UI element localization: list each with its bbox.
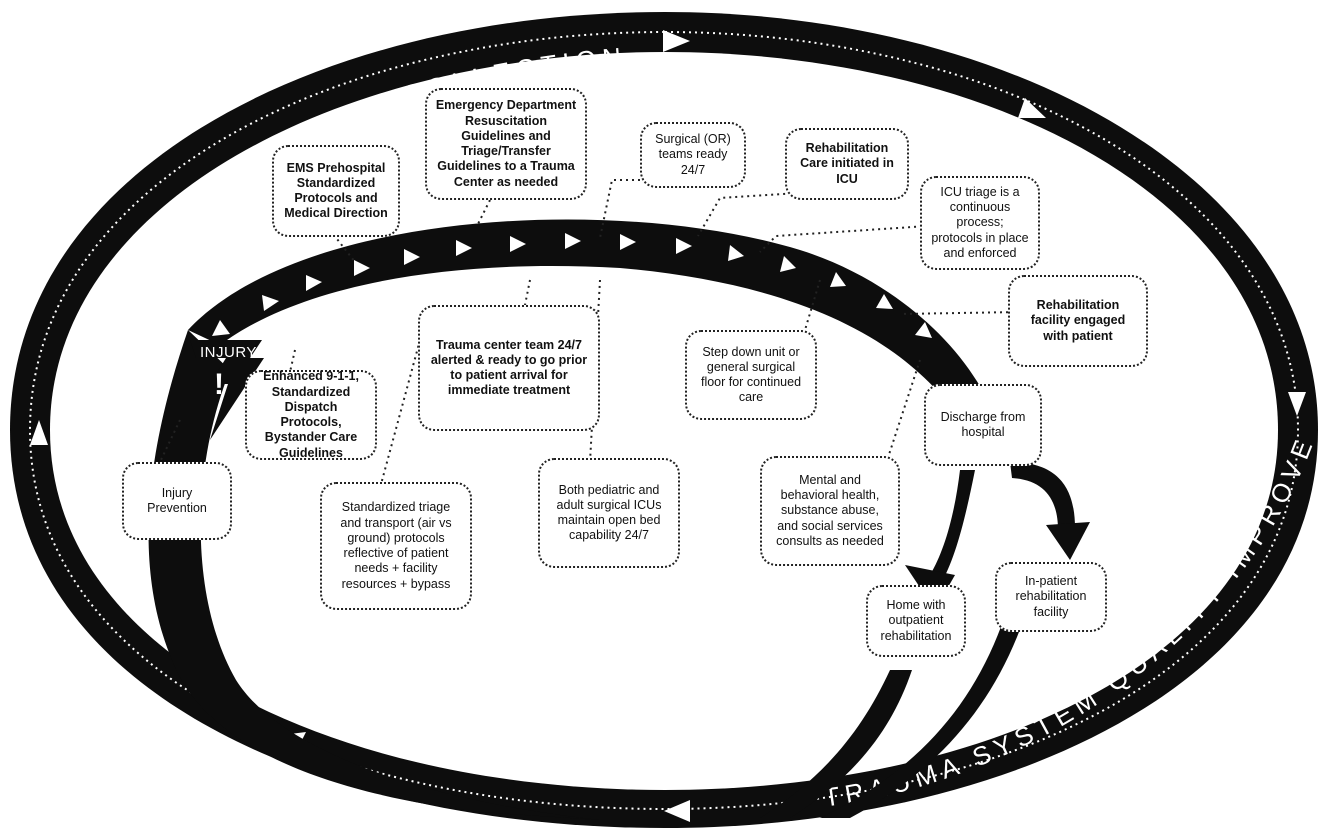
box-emergency-department: Emergency Department Resuscitation Guide… [425, 88, 587, 200]
injury-label: INJURY [200, 344, 257, 361]
box-triage-transport: Standardized triage and transport (air v… [320, 482, 472, 610]
pathway-arrow-icon [620, 234, 636, 250]
pathway-arrows [212, 233, 932, 338]
injury-badge [190, 340, 264, 440]
box-step-down: Step down unit or general surgical floor… [685, 330, 817, 420]
box-rehab-icu: Rehabilitation Care initiated in ICU [785, 128, 909, 200]
pathway-arrow-icon [212, 320, 230, 336]
pathway-arrow-icon [780, 256, 796, 272]
box-discharge: Discharge from hospital [924, 384, 1042, 466]
pathway-arrow-icon [306, 275, 322, 291]
ring-arrow-icon [663, 30, 690, 52]
box-ems-prehospital: EMS Prehospital Standardized Protocols a… [272, 145, 400, 237]
pathway-arrow-icon [830, 272, 846, 287]
pathway-arrow-icon [728, 245, 744, 261]
box-injury-prevention: Injury Prevention [122, 462, 232, 540]
ring-arrow-icon [30, 420, 48, 445]
box-surgical-or-teams: Surgical (OR) teams ready 24/7 [640, 122, 746, 188]
pathway-arrow-icon [876, 294, 893, 309]
pathway-arrow-icon [262, 295, 279, 311]
box-enhanced-911: Enhanced 9-1-1, Standardized Dispatch Pr… [245, 369, 377, 460]
box-icu-triage: ICU triage is a continuous process; prot… [920, 176, 1040, 270]
ring-arrow-icon [1018, 98, 1046, 118]
injury-exclamation-icon: ! [214, 368, 224, 401]
box-pediatric-icu: Both pediatric and adult surgical ICUs m… [538, 458, 680, 568]
pathway-arrow-icon [456, 240, 472, 256]
box-inpatient-rehab: In-patient rehabilitation facility [995, 562, 1107, 632]
pathway-arrow-icon [565, 233, 581, 249]
pathway-arrow-icon [510, 236, 526, 252]
pathway-arrow-icon [676, 238, 692, 254]
box-mental-health: Mental and behavioral health, substance … [760, 456, 900, 566]
pathway-arrow-icon [915, 322, 932, 338]
box-home-outpatient: Home with outpatient rehabilitation [866, 585, 966, 657]
box-rehab-facility: Rehabilitation facility engaged with pat… [1008, 275, 1148, 367]
pathway-arrow-icon [354, 260, 370, 276]
ring-arrow-icon [664, 800, 690, 822]
ring-arrow-icon [1288, 392, 1306, 416]
pathway-arrow-icon [404, 249, 420, 265]
box-trauma-team: Trauma center team 24/7 alerted & ready … [418, 305, 600, 431]
